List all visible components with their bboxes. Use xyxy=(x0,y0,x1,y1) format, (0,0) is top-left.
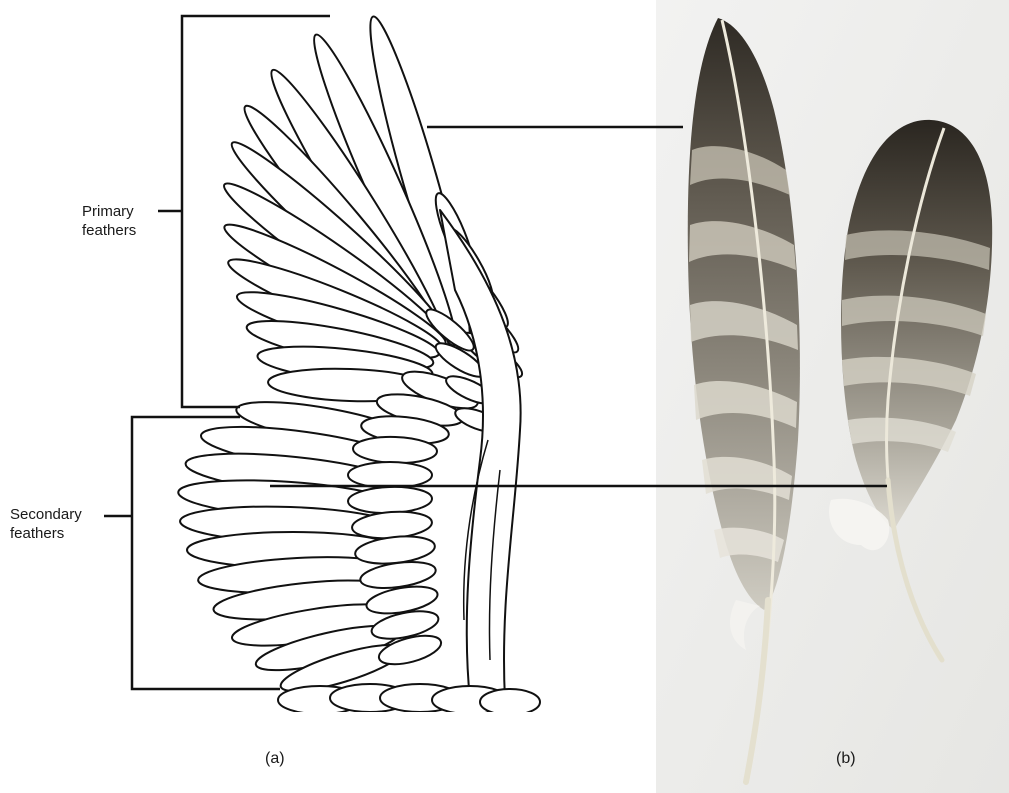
body-feathers-drawing xyxy=(278,684,540,715)
primary-label-line1: Primary xyxy=(82,202,136,221)
primary-label-line2: feathers xyxy=(82,221,136,240)
panel-a-caption: (a) xyxy=(265,749,285,768)
panel-b-caption: (b) xyxy=(836,749,856,768)
secondary-label-line1: Secondary xyxy=(10,505,82,524)
secondary-label-line2: feathers xyxy=(10,524,82,543)
primary-label: Primary feathers xyxy=(82,202,136,240)
secondary-label: Secondary feathers xyxy=(10,505,82,543)
